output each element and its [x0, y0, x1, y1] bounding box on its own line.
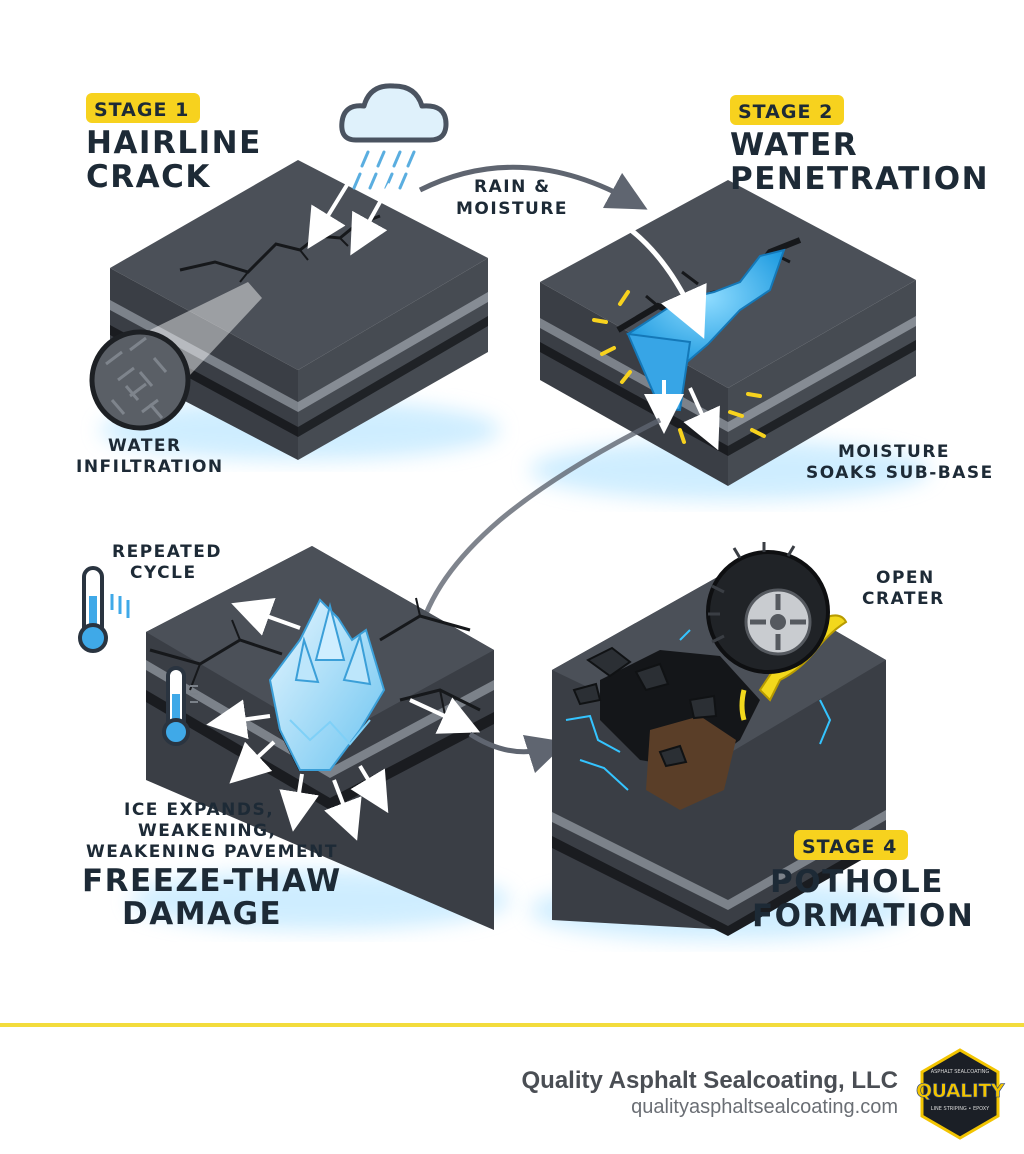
stage3-note-line3: WEAKENING PAVEMENT: [86, 842, 338, 862]
thermometer-icon-small: [162, 666, 198, 746]
stage2-badge-label: STAGE 2: [738, 101, 833, 123]
stage2-title-line2: PENETRATION: [730, 161, 989, 197]
company-logo-icon: ASPHALT SEALCOATING QUALITY LINE STRIPIN…: [916, 1048, 1006, 1140]
stage2-note-line2: SOAKS SUB-BASE: [806, 463, 994, 483]
footer-rule: [0, 1023, 1024, 1027]
logo-bottom-text: LINE STRIPING • EPOXY: [931, 1106, 990, 1112]
stage4-badge-label: STAGE 4: [802, 836, 897, 858]
stage4-title-line1: POTHOLE: [770, 864, 944, 900]
stage4-crater-line2: CRATER: [862, 589, 945, 609]
thermometer-icon: [78, 566, 130, 653]
stage3-cycle-line1: REPEATED: [112, 542, 222, 562]
stage3-note-line1: ICE EXPANDS,: [124, 800, 274, 820]
stage1-note-line2: INFILTRATION: [76, 457, 224, 477]
stage2-note-line1: MOISTURE: [838, 442, 950, 462]
rain-cloud-icon: [339, 83, 449, 190]
footer-website: qualityasphaltsealcoating.com: [631, 1096, 898, 1118]
stage1-title-line1: HAIRLINE: [86, 125, 262, 161]
footer-company-name: Quality Asphalt Sealcoating, LLC: [522, 1067, 899, 1094]
tire-icon: [706, 542, 830, 674]
stage2-badge: [730, 95, 844, 125]
stage1-note-line1: WATER: [108, 436, 182, 456]
logo-word: QUALITY: [916, 1080, 1005, 1102]
stage1-badge-label: STAGE 1: [94, 99, 189, 121]
stage2-asphalt-block: [530, 180, 930, 500]
stage4-badge: [794, 830, 908, 860]
rain-arrows: [307, 164, 648, 256]
stage2-rain-line2: MOISTURE: [456, 199, 568, 219]
logo-top-text: ASPHALT SEALCOATING: [931, 1069, 990, 1075]
stage1-title-line2: CRACK: [86, 159, 211, 195]
stage2-rain-line1: RAIN &: [474, 177, 551, 197]
stage3-title-line1: FREEZE-THAW: [82, 863, 342, 899]
ice-crystal-icon: [268, 598, 386, 771]
stage3-title-line2: DAMAGE: [122, 896, 282, 932]
magnifier-circle-icon: [89, 282, 262, 431]
flow-arrow-2-to-3: [415, 417, 662, 641]
stage1-asphalt-block: [100, 160, 500, 460]
stage2-title-line1: WATER: [730, 127, 858, 163]
stage3-note-line2: WEAKENING,: [138, 821, 277, 841]
stage1-badge: [86, 93, 200, 123]
expansion-arrows: [206, 597, 568, 841]
stage3-cycle-line2: CYCLE: [130, 563, 197, 583]
stage4-crater-line1: OPEN: [876, 568, 935, 588]
stage4-title-line2: FORMATION: [752, 898, 974, 934]
